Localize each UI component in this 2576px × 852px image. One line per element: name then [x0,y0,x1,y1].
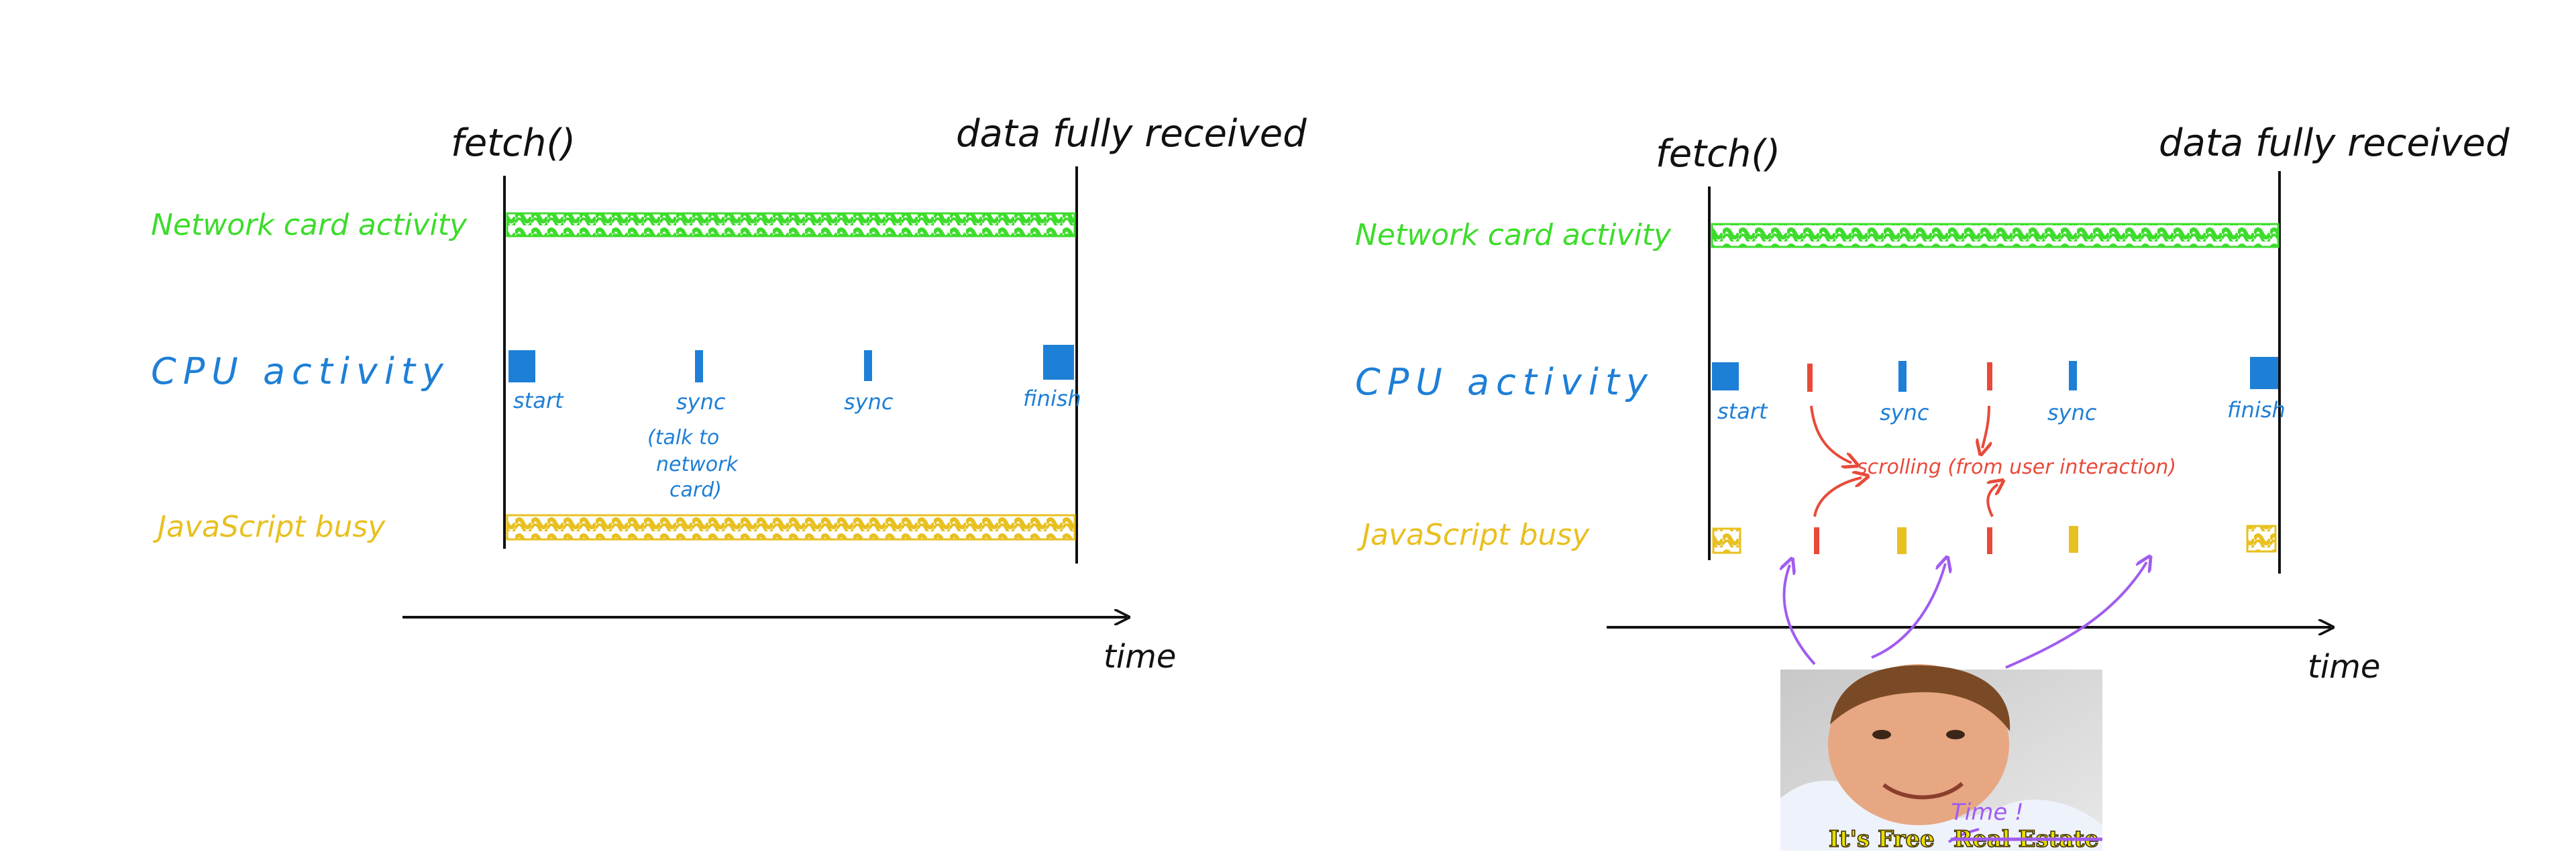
meme-left-eye [1872,730,1891,739]
left-cpu-tick-sync2: sync [844,389,894,415]
meme-face [1828,664,2009,825]
right-fetch-label: fetch() [1656,132,1780,176]
right-cpu-tick-sync2: sync [2047,400,2097,425]
right-red-arrow-up-right [1988,484,1998,517]
right-js-block-sync2 [2069,526,2078,553]
left-cpu-finish-block [1043,345,1074,380]
left-row-js-label: JavaScript busy [152,510,386,544]
right-row-js-label: JavaScript busy [1356,518,1590,552]
meme-caption-free: It's Free [1829,826,1935,852]
left-cpu-sync1-block [695,350,703,382]
left-row-network-label: Network card activity [151,208,468,242]
right-user-tick1-js [1814,527,1819,554]
right-red-arrow-down-left [1810,405,1851,463]
right-js-block-start [1712,527,1741,554]
left-fetch-label: fetch() [451,121,576,165]
meme-right-eye [1946,730,1965,739]
left-cpu-sync2-block [864,350,872,381]
right-purple-arrow-1 [1784,565,1816,665]
right-row-network-label: Network card activity [1355,218,1672,252]
right-cpu-tick-start: start [1717,398,1768,424]
right-cpu-start-block [1712,362,1739,390]
left-network-bar [506,212,1076,237]
meme-hair [1830,665,2010,731]
right-js-block-finish [2246,525,2277,553]
left-cpu-start-block [508,350,535,382]
right-cpu-tick-sync1: sync [1880,400,1929,425]
left-diagram: fetch() data fully received Network card… [151,112,1307,676]
right-user-tick1-cpu [1807,364,1813,392]
right-cpu-sync2-block [2069,361,2077,390]
left-sync-note-line1: (talk to [647,426,719,449]
right-diagram: fetch() data fully received Network card… [1355,121,2510,686]
right-row-cpu-label: CPU activity [1355,361,1654,403]
left-cpu-tick-finish: finish [1023,386,1081,411]
meme-handwritten-text: Time ! [1951,799,2024,826]
left-row-cpu-label: CPU activity [151,350,450,392]
right-red-arrow-up-left [1813,478,1862,517]
meme-smile [1882,782,1964,800]
right-time-label: time [2308,648,2380,686]
right-js-block-sync1 [1897,527,1907,554]
left-time-label: time [1104,638,1176,676]
right-end-label: data fully received [2159,121,2510,165]
right-cpu-tick-finish: finish [2227,397,2286,423]
left-sync-note-line3: card) [669,478,722,502]
meme-image: Time ! It's Free Real Estate [1780,664,2102,852]
right-cpu-sync1-block [1898,361,1907,392]
left-end-label: data fully received [956,112,1307,156]
right-purple-arrow-2 [1871,564,1945,659]
left-js-bar [506,514,1076,541]
left-cpu-tick-start: start [513,388,564,413]
right-user-tick2-cpu [1987,362,1992,390]
left-sync-note-line2: network [656,453,739,476]
right-network-bar [1711,223,2279,248]
right-user-tick2-js [1987,527,1992,554]
left-cpu-tick-sync1: sync [676,389,726,415]
right-cpu-finish-block [2250,357,2278,389]
right-red-arrow-down-right [1982,405,1989,448]
right-purple-arrow-3 [2005,562,2147,669]
right-user-note: scrolling (from user interaction) [1857,456,2176,479]
